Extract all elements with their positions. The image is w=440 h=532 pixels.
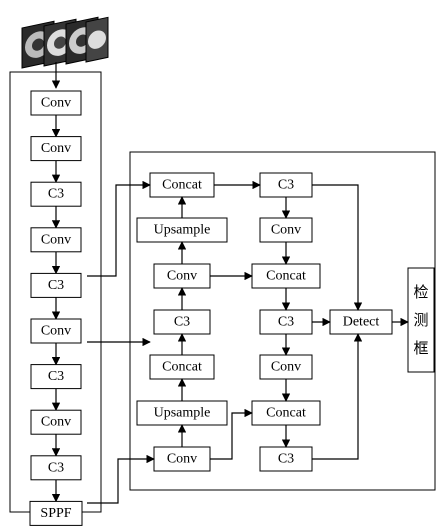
backbone-block-5-label: C3 [48,278,64,293]
neck-concat-2: Concat [150,355,214,379]
head-c3-top: C3 [260,173,312,197]
neck-concat-2-label: Concat [162,360,202,375]
neck-upsample-1-label: Upsample [154,223,211,238]
output-char-2: 测 [413,311,428,329]
neck-concat-1: Concat [150,173,214,197]
head-c3-low: C3 [260,447,312,471]
detect-label: Detect [343,315,380,330]
backbone-block-4: Conv [31,228,81,252]
head-conv-mid-label: Conv [271,360,301,375]
backbone-block-6: Conv [31,319,81,343]
output-box: 检 测 框 [408,268,434,372]
backbone-block-10-label: SPPF [40,506,71,521]
backbone-block-4-label: Conv [41,232,71,247]
neck-conv-2: Conv [154,447,210,471]
connectors [56,62,408,503]
backbone-block-7-label: C3 [48,369,64,384]
backbone-block-7: C3 [31,365,81,389]
head-concat-mid: Concat [252,264,320,288]
neck-c3-1-label: C3 [174,315,190,330]
neck-conv-2-label: Conv [167,452,197,467]
detect-block: Detect [330,310,392,334]
head-concat-mid-label: Concat [266,269,306,284]
output-char-3: 框 [413,339,428,357]
neck-upsample-1: Upsample [137,218,227,242]
backbone-block-5: C3 [31,273,81,297]
backbone-block-3-label: C3 [48,187,64,202]
backbone-block-9: C3 [31,456,81,480]
backbone-block-1-label: Conv [41,96,71,111]
backbone-block-8-label: Conv [41,415,71,430]
head-conv-mid: Conv [260,355,312,379]
neck-concat-1-label: Concat [162,178,202,193]
neck-conv-1: Conv [154,264,210,288]
backbone-block-10: SPPF [30,501,82,525]
head-concat-low-label: Concat [266,406,306,421]
backbone-block-6-label: Conv [41,324,71,339]
head-c3-top-label: C3 [278,178,294,193]
tire-image-stack-icon [22,17,108,68]
neck-upsample-2: Upsample [137,401,227,425]
backbone-block-2-label: Conv [41,141,71,156]
head-conv-top: Conv [260,218,312,242]
neck-conv-1-label: Conv [167,269,197,284]
neck-c3-1: C3 [154,310,210,334]
head-c3-mid: C3 [260,310,312,334]
backbone-block-2: Conv [31,137,81,161]
head-c3-mid-label: C3 [278,315,294,330]
output-char-1: 检 [413,283,428,301]
backbone-block-8: Conv [31,410,81,434]
backbone-block-9-label: C3 [48,460,64,475]
head-concat-low: Concat [252,401,320,425]
backbone-block-3: C3 [31,182,81,206]
backbone-block-1: Conv [31,91,81,115]
head-conv-top-label: Conv [271,223,301,238]
neck-upsample-2-label: Upsample [154,406,211,421]
head-c3-low-label: C3 [278,452,294,467]
